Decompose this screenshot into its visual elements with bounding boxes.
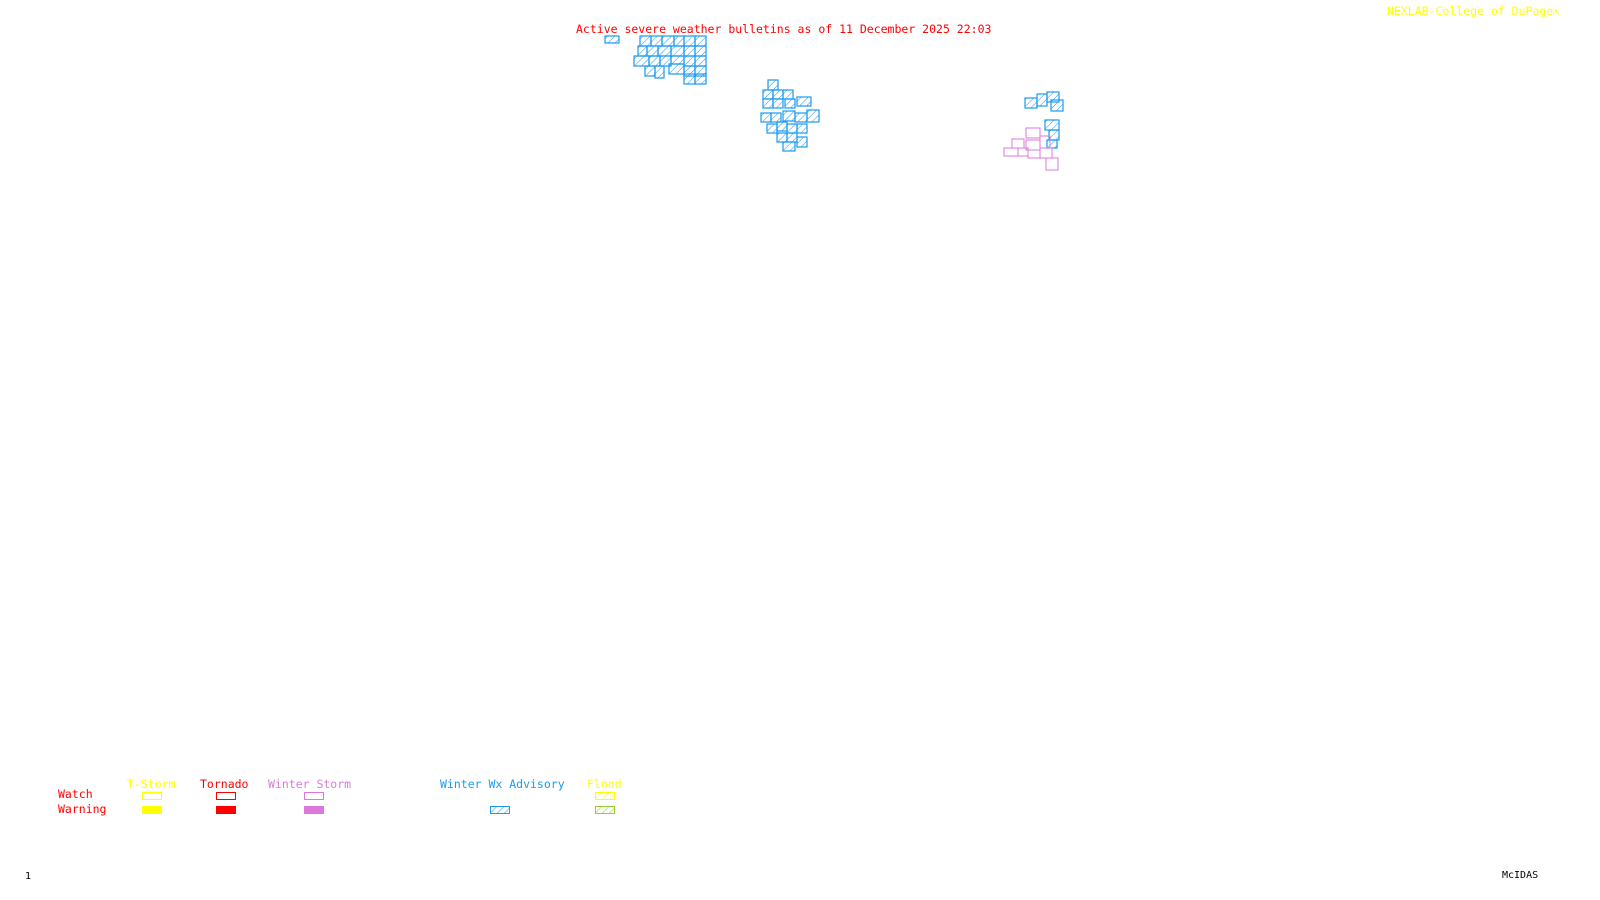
county-polygon bbox=[694, 35, 707, 47]
county-polygon bbox=[767, 79, 779, 91]
county-polygon bbox=[776, 132, 788, 143]
county-polygon bbox=[762, 89, 774, 100]
county-polygon bbox=[648, 55, 661, 67]
county-polygon bbox=[683, 55, 696, 67]
county-polygon bbox=[604, 35, 620, 44]
map-title: Active severe weather bulletins as of 11… bbox=[576, 22, 992, 36]
county-polygon bbox=[668, 63, 685, 75]
county-polygon bbox=[654, 65, 665, 79]
county-polygon bbox=[1046, 139, 1058, 149]
county-polygon bbox=[683, 45, 696, 57]
winter-advisory-area-east bbox=[1024, 91, 1064, 149]
legend-flood-warning-swatch bbox=[595, 806, 615, 814]
county-polygon bbox=[673, 35, 685, 47]
county-polygon bbox=[796, 136, 808, 148]
county-polygon bbox=[683, 35, 696, 47]
legend-flood-label: Flood bbox=[587, 777, 622, 791]
county-polygon bbox=[670, 45, 685, 57]
county-polygon bbox=[782, 141, 796, 152]
county-polygon bbox=[1024, 97, 1038, 109]
county-polygon bbox=[644, 65, 656, 77]
county-polygon bbox=[762, 98, 774, 109]
legend-winter-advisory-swatch bbox=[490, 806, 510, 814]
legend-winter-storm-watch-swatch bbox=[304, 792, 324, 800]
county-polygon bbox=[806, 109, 820, 123]
county-polygon bbox=[796, 123, 808, 134]
county-polygon bbox=[650, 35, 663, 47]
county-polygon bbox=[694, 45, 707, 57]
county-polygon bbox=[782, 89, 794, 100]
county-polygon bbox=[661, 35, 675, 47]
frame-number: 1 bbox=[25, 871, 32, 882]
county-polygon bbox=[1003, 147, 1019, 157]
winter-storm-warning-area bbox=[1003, 127, 1059, 171]
county-polygon bbox=[1039, 147, 1053, 159]
county-polygon bbox=[1050, 99, 1064, 112]
legend-watch-label: Watch bbox=[58, 787, 93, 801]
county-polygon bbox=[796, 96, 812, 107]
legend-winter-storm-warning-swatch bbox=[304, 806, 324, 814]
county-polygon bbox=[637, 45, 648, 57]
county-polygon bbox=[694, 55, 707, 67]
county-polygon bbox=[646, 45, 659, 57]
county-polygon bbox=[633, 55, 650, 67]
legend-winter-advisory-label: Winter Wx Advisory bbox=[440, 777, 565, 791]
software-label: McIDAS bbox=[1502, 870, 1539, 881]
county-polygon bbox=[1045, 157, 1059, 171]
county-polygon bbox=[784, 98, 796, 109]
county-polygon bbox=[760, 112, 772, 123]
county-polygon bbox=[770, 112, 782, 123]
county-polygon bbox=[772, 98, 784, 109]
county-polygon bbox=[694, 73, 707, 85]
county-polygon bbox=[657, 45, 672, 57]
county-polygon bbox=[766, 123, 778, 134]
winter-advisory-area-west bbox=[604, 35, 707, 85]
legend-tornado-warning-swatch bbox=[216, 806, 236, 814]
county-polygon bbox=[1011, 138, 1025, 149]
winter-advisory-area-central bbox=[760, 79, 820, 152]
nexlab-logo-icon: ⇱ bbox=[1553, 4, 1560, 18]
county-polygon bbox=[1036, 93, 1048, 107]
legend-tornado-watch-swatch bbox=[216, 792, 236, 800]
credit-text: NEXLAB-College of DuPage bbox=[1387, 4, 1554, 18]
county-polygon bbox=[670, 55, 685, 65]
legend-winter-storm-label: Winter Storm bbox=[268, 777, 352, 791]
county-polygon bbox=[1025, 127, 1041, 139]
legend-flood-watch-swatch bbox=[595, 792, 615, 800]
county-polygon bbox=[1027, 149, 1041, 159]
county-polygon bbox=[1044, 119, 1060, 131]
county-polygon bbox=[786, 132, 798, 143]
legend-tstorm-warning-swatch bbox=[142, 806, 162, 814]
county-polygon bbox=[683, 73, 696, 85]
legend-warning-label: Warning bbox=[58, 802, 107, 816]
county-polygon bbox=[772, 89, 784, 100]
county-polygon bbox=[776, 121, 788, 132]
county-polygon bbox=[794, 112, 808, 123]
county-polygon bbox=[786, 123, 798, 134]
legend-tstorm-watch-swatch bbox=[142, 792, 162, 800]
legend-tstorm-label: T-Storm bbox=[127, 777, 176, 791]
legend-tornado-label: Tornado bbox=[200, 777, 249, 791]
county-polygon bbox=[639, 35, 652, 47]
county-polygon bbox=[782, 110, 796, 122]
